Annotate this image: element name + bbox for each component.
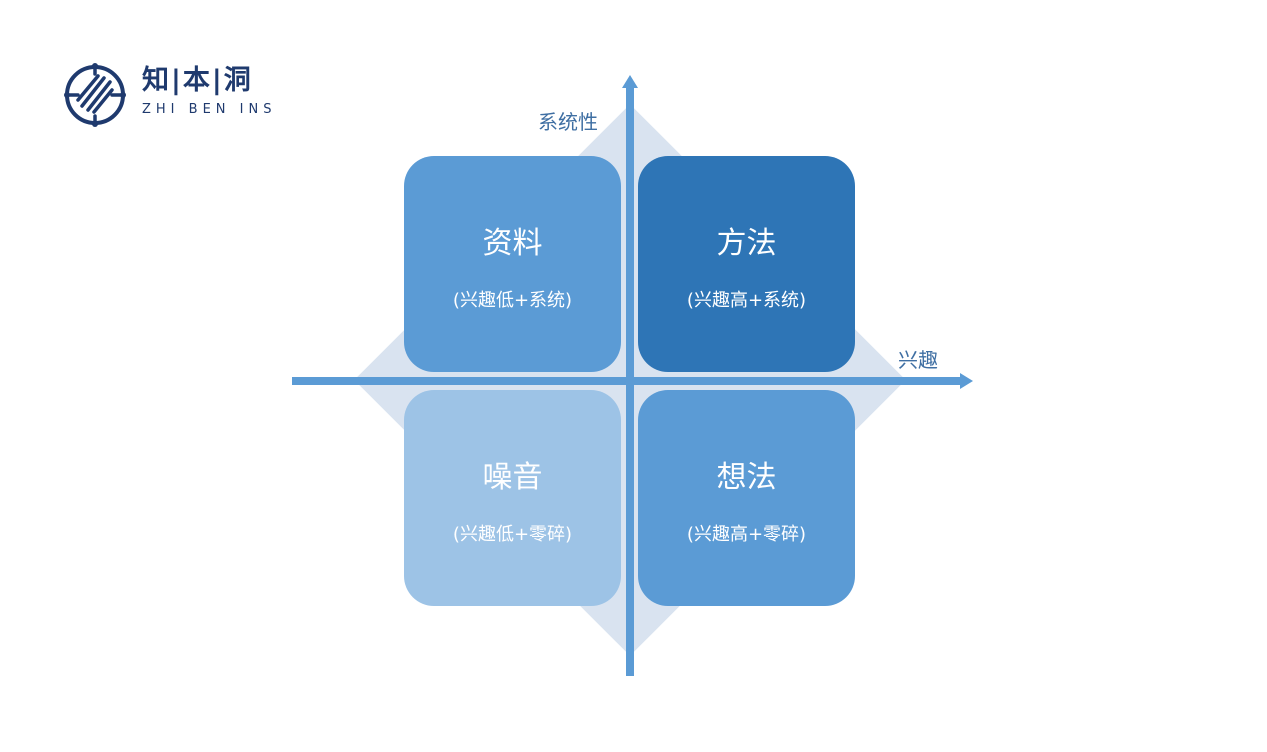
- quadrant-title: 方法: [716, 226, 777, 261]
- x-axis-arrow-icon: [960, 373, 973, 389]
- logo-name-cn: 知|本|洞: [142, 65, 253, 96]
- quadrant-title: 噪音: [482, 460, 543, 495]
- quadrant-noise: 噪音 (兴趣低+零碎): [404, 390, 621, 606]
- quadrant-subtitle: (兴趣高+系统): [686, 290, 807, 311]
- y-axis-arrow-icon: [622, 75, 638, 88]
- x-axis-label: 兴趣: [898, 348, 938, 372]
- quadrant-ideas: 想法 (兴趣高+零碎): [638, 390, 855, 606]
- quadrant-title: 想法: [716, 460, 777, 495]
- circuit-logo-icon: [64, 63, 126, 127]
- y-axis-label: 系统性: [538, 110, 598, 134]
- quadrant-materials: 资料 (兴趣低+系统): [404, 156, 621, 372]
- quadrant-subtitle: (兴趣低+系统): [452, 290, 573, 311]
- logo-name-en: ZHI BEN INS: [142, 102, 277, 117]
- quadrant-subtitle: (兴趣低+零碎): [452, 524, 573, 545]
- quadrant-subtitle: (兴趣高+零碎): [686, 524, 807, 545]
- quadrant-methods: 方法 (兴趣高+系统): [638, 156, 855, 372]
- quadrant-title: 资料: [482, 226, 543, 261]
- y-axis: [626, 88, 634, 676]
